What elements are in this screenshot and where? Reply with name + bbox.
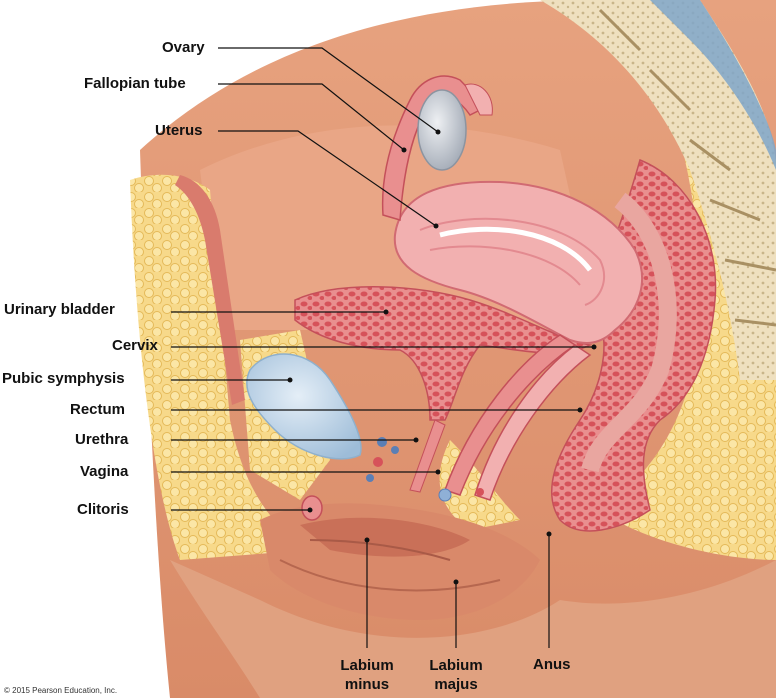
fallopian-tube-leader (218, 83, 405, 151)
vagina-shape (444, 334, 592, 501)
label-clitoris: Clitoris (77, 501, 129, 518)
label-uterus: Uterus (155, 122, 203, 139)
leader-dots (287, 129, 597, 585)
ovary-leader (218, 47, 439, 133)
leader-lines (171, 47, 594, 648)
label-labium-minus: Labium minus (330, 656, 404, 694)
ovary-shape (417, 89, 467, 171)
copyright-notice: © 2015 Pearson Education, Inc. (4, 686, 118, 695)
label-ovary: Ovary (162, 39, 205, 56)
label-urethra: Urethra (75, 431, 129, 448)
urethra-shape (409, 419, 446, 493)
label-labium-majus-line2: majus (434, 676, 478, 693)
label-rectum: Rectum (70, 401, 126, 418)
label-cervix: Cervix (112, 337, 158, 354)
label-urinary-bladder: Urinary bladder (4, 301, 115, 318)
label-pubic-symphysis: Pubic symphysis (2, 370, 125, 387)
external-genitalia (170, 503, 776, 698)
label-fallopian-tube: Fallopian tube (84, 75, 186, 92)
label-vagina: Vagina (80, 463, 129, 480)
label-labium-minus-line2: minus (344, 676, 390, 693)
label-labium-majus: Labium majus (419, 656, 493, 694)
clitoris-shape (301, 495, 323, 521)
sacrum-spine (540, 0, 776, 380)
label-labium-minus-line1: Labium (340, 657, 394, 674)
uterus-leader (218, 130, 437, 227)
label-labium-majus-line1: Labium (429, 657, 483, 674)
label-anus: Anus (533, 656, 571, 673)
uterus-shape (393, 180, 644, 344)
